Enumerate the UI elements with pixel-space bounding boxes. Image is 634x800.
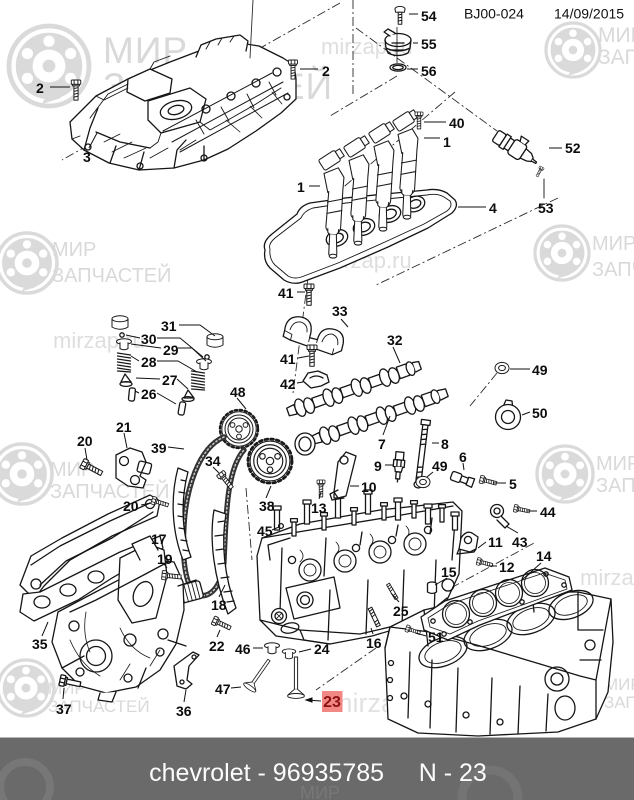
svg-text:25: 25 [393,603,409,619]
svg-text:МИР: МИР [596,453,634,475]
svg-text:18: 18 [211,597,227,613]
svg-text:41: 41 [280,351,296,367]
svg-text:52: 52 [565,140,581,156]
svg-text:6: 6 [459,449,467,465]
svg-text:54: 54 [421,8,437,24]
svg-text:26: 26 [141,386,157,402]
svg-text:49: 49 [432,458,448,474]
svg-text:22: 22 [209,638,225,654]
svg-text:28: 28 [141,354,157,370]
svg-text:42: 42 [280,376,296,392]
svg-text:7: 7 [378,436,386,452]
svg-text:ЗАПЧАС: ЗАПЧАС [598,46,634,69]
svg-text:44: 44 [540,504,556,520]
svg-text:МИР: МИР [592,233,634,255]
svg-text:8: 8 [441,436,449,452]
svg-text:1: 1 [297,179,305,195]
svg-text:53: 53 [538,200,554,216]
svg-text:38: 38 [259,498,275,514]
svg-text:56: 56 [421,63,437,79]
svg-text:34: 34 [205,453,221,469]
svg-text:50: 50 [532,405,548,421]
svg-text:11: 11 [488,534,503,550]
svg-text:39: 39 [151,440,167,456]
svg-text:10: 10 [361,479,377,495]
svg-text:2: 2 [36,80,44,96]
svg-text:23: 23 [323,694,341,711]
svg-text:33: 33 [332,303,348,319]
svg-text:ЗАПЧАСТЕЙ: ЗАПЧАСТЕЙ [48,697,150,716]
svg-text:27: 27 [162,372,178,388]
svg-text:BJ00-024: BJ00-024 [464,6,524,22]
svg-text:49: 49 [532,362,548,378]
svg-text:48: 48 [230,384,246,400]
svg-text:51: 51 [428,629,444,645]
svg-text:17: 17 [151,531,167,547]
svg-text:ЗАПЧАСТЕЙ: ЗАПЧАСТЕЙ [52,263,172,287]
svg-text:12: 12 [499,559,515,575]
svg-text:МИР: МИР [300,783,340,800]
svg-text:МИР: МИР [598,24,634,47]
svg-text:ЗАПЧАС: ЗАПЧАС [592,259,634,281]
svg-text:20: 20 [77,433,93,449]
svg-text:13: 13 [311,500,327,516]
svg-text:37: 37 [56,701,72,717]
svg-text:3: 3 [83,149,91,165]
svg-text:9: 9 [374,458,382,474]
svg-text:chevrolet - 96935785 N - 2: chevrolet - 96935785 N - 23 [149,759,487,787]
svg-text:ЗАПЧАС: ЗАПЧАС [604,693,634,712]
svg-text:16: 16 [366,635,382,651]
svg-text:5: 5 [509,476,517,492]
svg-text:40: 40 [449,115,465,131]
svg-text:30: 30 [141,331,157,347]
svg-text:15: 15 [441,564,457,580]
svg-text:46: 46 [235,641,251,657]
svg-text:МИР: МИР [604,675,634,694]
svg-text:24: 24 [314,641,330,657]
svg-text:21: 21 [116,419,132,435]
svg-text:14: 14 [536,548,552,564]
svg-text:2: 2 [322,63,330,79]
svg-text:19: 19 [157,551,173,567]
svg-text:1: 1 [443,134,451,150]
svg-text:55: 55 [421,36,437,52]
svg-text:47: 47 [215,681,231,697]
svg-text:20: 20 [123,498,139,514]
svg-text:14/09/2015: 14/09/2015 [554,6,624,22]
svg-text:43: 43 [512,534,528,550]
svg-text:mirzap.ru: mirzap.ru [580,565,634,590]
svg-text:29: 29 [163,342,179,358]
svg-text:45: 45 [257,523,273,539]
svg-text:41: 41 [278,285,294,301]
svg-text:31: 31 [161,318,177,334]
svg-text:35: 35 [32,636,48,652]
svg-text:4: 4 [489,200,497,216]
svg-text:ЗАПЧАС: ЗАПЧАС [596,475,634,497]
svg-text:МИР: МИР [52,239,96,261]
svg-text:36: 36 [176,703,192,719]
svg-text:32: 32 [387,332,403,348]
